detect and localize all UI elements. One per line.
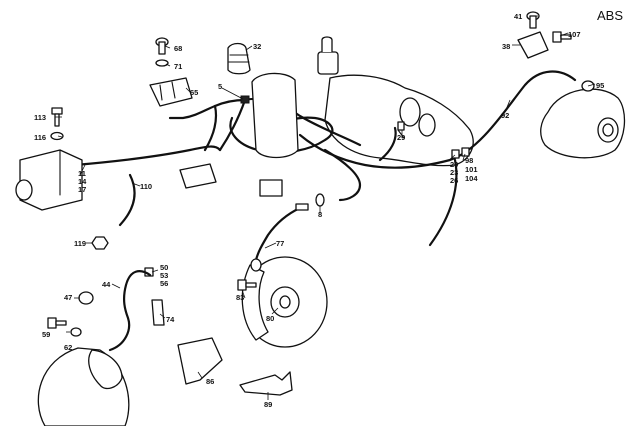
part-59-bolt xyxy=(47,317,67,329)
callout-47: 47 xyxy=(64,293,72,302)
callout-104: 104 xyxy=(465,174,478,183)
connector-98 xyxy=(461,147,470,157)
callout-77: 77 xyxy=(276,239,284,248)
callout-74: 74 xyxy=(166,315,175,324)
callout-23: 23 xyxy=(450,168,458,177)
callout-86: 86 xyxy=(206,377,214,386)
leader-lines xyxy=(55,15,596,400)
callout-59: 59 xyxy=(42,330,50,339)
callout-62: 62 xyxy=(64,343,72,352)
callout-53: 53 xyxy=(160,271,168,280)
callouts: 41 107 38 95 92 20 23 26 98 101 104 29 6… xyxy=(34,12,604,409)
callout-95: 95 xyxy=(596,81,604,90)
callout-5: 5 xyxy=(218,82,222,91)
part-113-bolt xyxy=(51,107,63,127)
callout-20: 20 xyxy=(450,160,458,169)
part-116-washer xyxy=(50,131,64,141)
harness-connector xyxy=(240,95,250,104)
callout-38: 38 xyxy=(502,42,510,51)
callout-92: 92 xyxy=(501,111,509,120)
part-77-sensor xyxy=(250,258,262,272)
part-119-nut xyxy=(91,236,109,250)
diagram-tag: ABS xyxy=(597,8,623,23)
callout-65: 65 xyxy=(190,88,198,97)
part-89-bracket xyxy=(239,371,293,396)
part-71-washer xyxy=(155,59,169,67)
part-29-clip xyxy=(397,121,405,131)
callout-29: 29 xyxy=(397,133,405,142)
callout-83: 83 xyxy=(236,293,244,302)
part-68-screw xyxy=(155,37,169,55)
callout-41: 41 xyxy=(514,12,522,21)
part-8-fitting xyxy=(295,193,325,211)
callout-50: 50 xyxy=(160,263,168,272)
callout-8: 8 xyxy=(318,210,322,219)
callout-11: 11 xyxy=(78,169,86,178)
hydraulic-unit xyxy=(15,149,83,211)
part-38-bracket xyxy=(517,31,549,59)
part-65-relay-bracket xyxy=(149,77,193,107)
part-74-sensor xyxy=(151,299,165,326)
callout-14: 14 xyxy=(78,177,87,186)
connector-20 xyxy=(451,149,460,159)
callout-107: 107 xyxy=(568,30,581,39)
wiring-harness xyxy=(73,70,577,262)
callout-71: 71 xyxy=(174,62,182,71)
part-86-bracket xyxy=(177,337,223,385)
callout-56: 56 xyxy=(160,279,168,288)
rear-differential xyxy=(540,88,626,159)
callout-68: 68 xyxy=(174,44,182,53)
callout-32: 32 xyxy=(253,42,261,51)
callout-89: 89 xyxy=(264,400,272,409)
callout-26: 26 xyxy=(450,176,458,185)
callout-101: 101 xyxy=(465,165,478,174)
callout-113: 113 xyxy=(34,113,46,122)
part-47-grommet xyxy=(78,291,94,305)
sensor-unit-top xyxy=(317,36,339,75)
part-62-washer xyxy=(70,327,82,337)
callout-110: 110 xyxy=(140,182,152,191)
part-107-bolt xyxy=(552,31,572,43)
control-block-center xyxy=(179,163,283,197)
callout-44: 44 xyxy=(102,280,111,289)
front-brake-disc-left xyxy=(37,347,130,426)
part-41-screw xyxy=(526,11,540,29)
part-32-rubber-boot xyxy=(227,42,251,75)
relay-cover xyxy=(251,72,299,159)
rear-axle-housing xyxy=(324,74,474,167)
callout-80: 80 xyxy=(266,314,274,323)
callout-17: 17 xyxy=(78,185,86,194)
callout-98: 98 xyxy=(465,156,473,165)
callout-119: 119 xyxy=(74,239,86,248)
callout-116: 116 xyxy=(34,133,46,142)
